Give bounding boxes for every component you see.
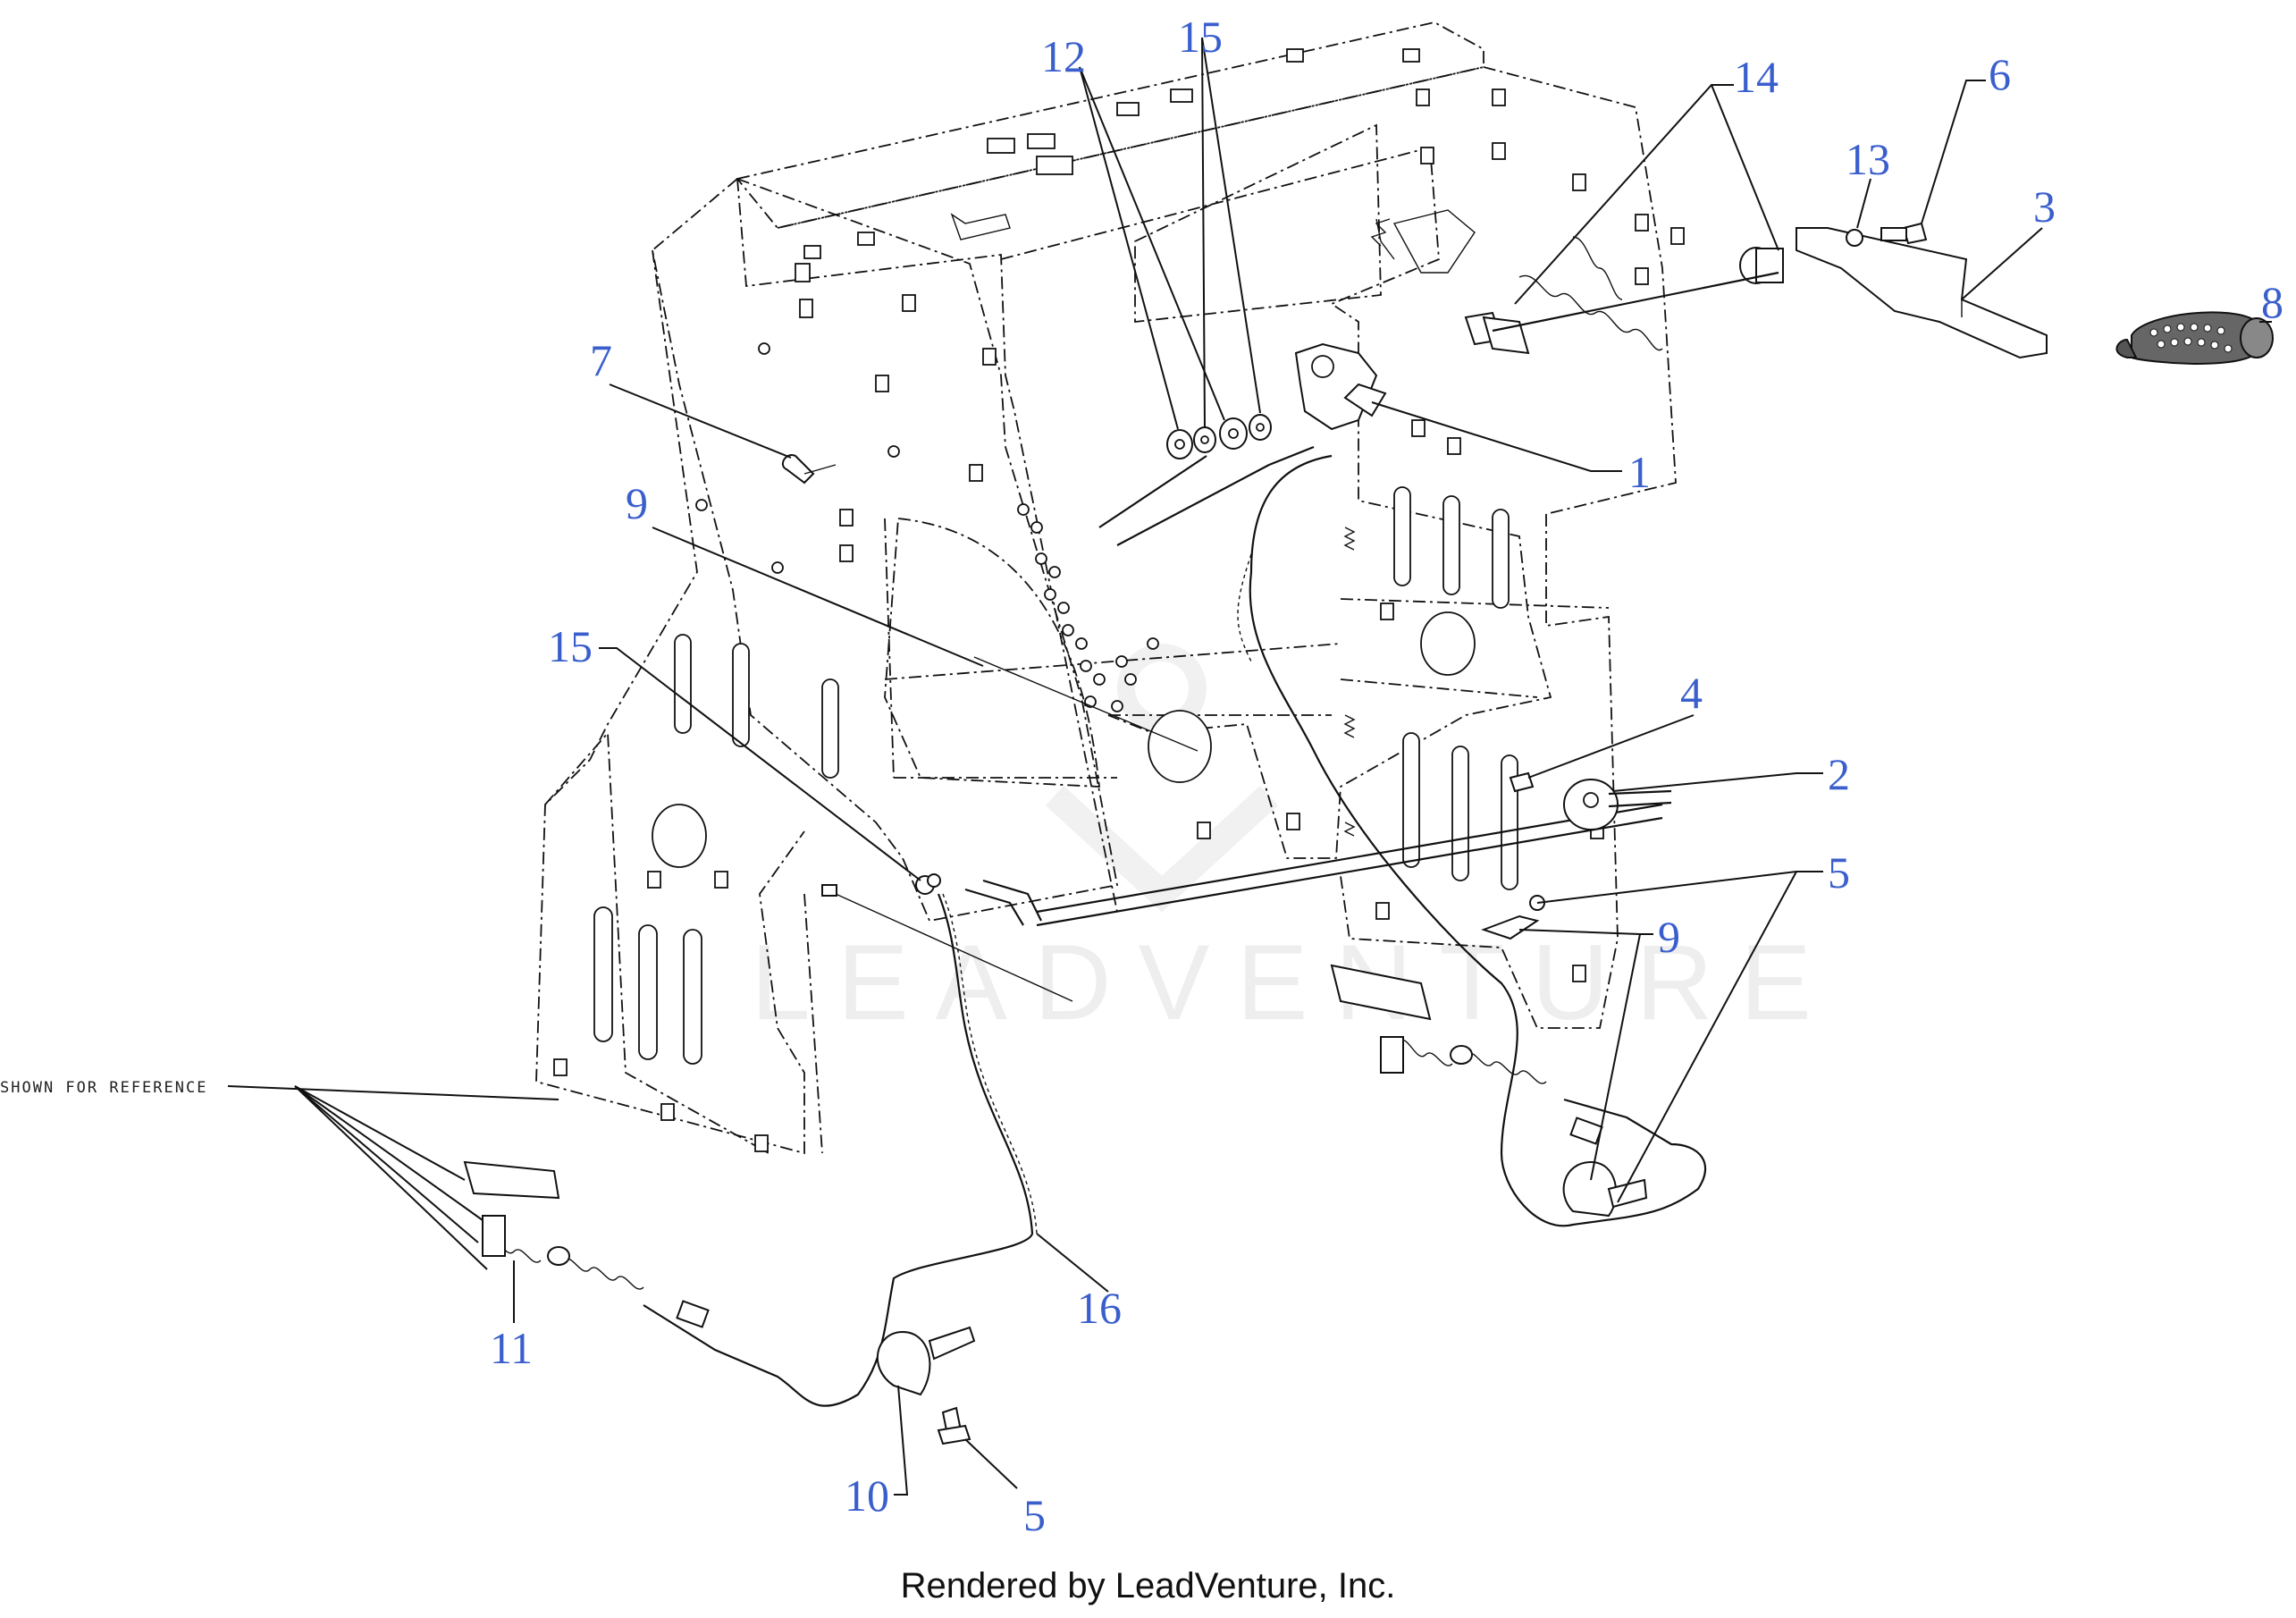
watermark: LEADVENTURE	[751, 923, 1838, 1042]
callout-15-lower: 15	[548, 621, 593, 671]
callout-9-left: 9	[626, 478, 648, 528]
callout-3: 3	[2033, 181, 2056, 232]
cable-clamp-icon	[676, 414, 1648, 1445]
callout-9-right: 9	[1658, 912, 1680, 962]
callout-2: 2	[1828, 749, 1850, 799]
leader-lines	[227, 37, 2272, 1496]
slot	[1501, 754, 1518, 890]
round-hole	[1148, 710, 1212, 783]
spring-icon	[463, 218, 1547, 1290]
slot	[674, 634, 692, 734]
render-credit: Rendered by LeadVenture, Inc.	[900, 1566, 1396, 1605]
callout-16: 16	[1077, 1283, 1122, 1333]
callout-12: 12	[1041, 31, 1086, 81]
frame-round-holes	[695, 342, 1159, 712]
callout-13: 13	[1846, 134, 1890, 184]
callout-8: 8	[2261, 277, 2283, 327]
slot	[1451, 746, 1469, 881]
callout-10: 10	[845, 1471, 889, 1521]
callout-11: 11	[490, 1323, 533, 1373]
callout-4: 4	[1680, 668, 1703, 718]
frame-bracket-icon	[535, 21, 1685, 1155]
round-hole	[652, 804, 707, 868]
callout-1: 1	[1628, 447, 1651, 497]
slot	[1492, 509, 1510, 609]
callout-5-lower: 5	[1023, 1490, 1046, 1540]
slot	[1402, 732, 1420, 868]
grip-icon	[2115, 311, 2274, 365]
callout-6: 6	[1989, 49, 2011, 99]
callout-5-right: 5	[1828, 847, 1850, 897]
slot	[638, 924, 658, 1060]
frame-square-holes	[553, 48, 1685, 1152]
shift-lever-icon	[964, 222, 2048, 927]
round-hole	[1420, 611, 1476, 676]
slot	[1393, 486, 1411, 586]
control-cable-icon	[643, 445, 1707, 1407]
slot	[1442, 495, 1460, 595]
slot	[732, 643, 750, 747]
slot	[593, 906, 613, 1042]
slot	[683, 929, 702, 1065]
slot	[821, 678, 839, 779]
callout-14: 14	[1734, 52, 1779, 102]
reference-note: SHOWN FOR REFERENCE	[0, 1079, 207, 1097]
callout-7: 7	[590, 335, 612, 385]
callout-15-top: 15	[1178, 12, 1223, 62]
